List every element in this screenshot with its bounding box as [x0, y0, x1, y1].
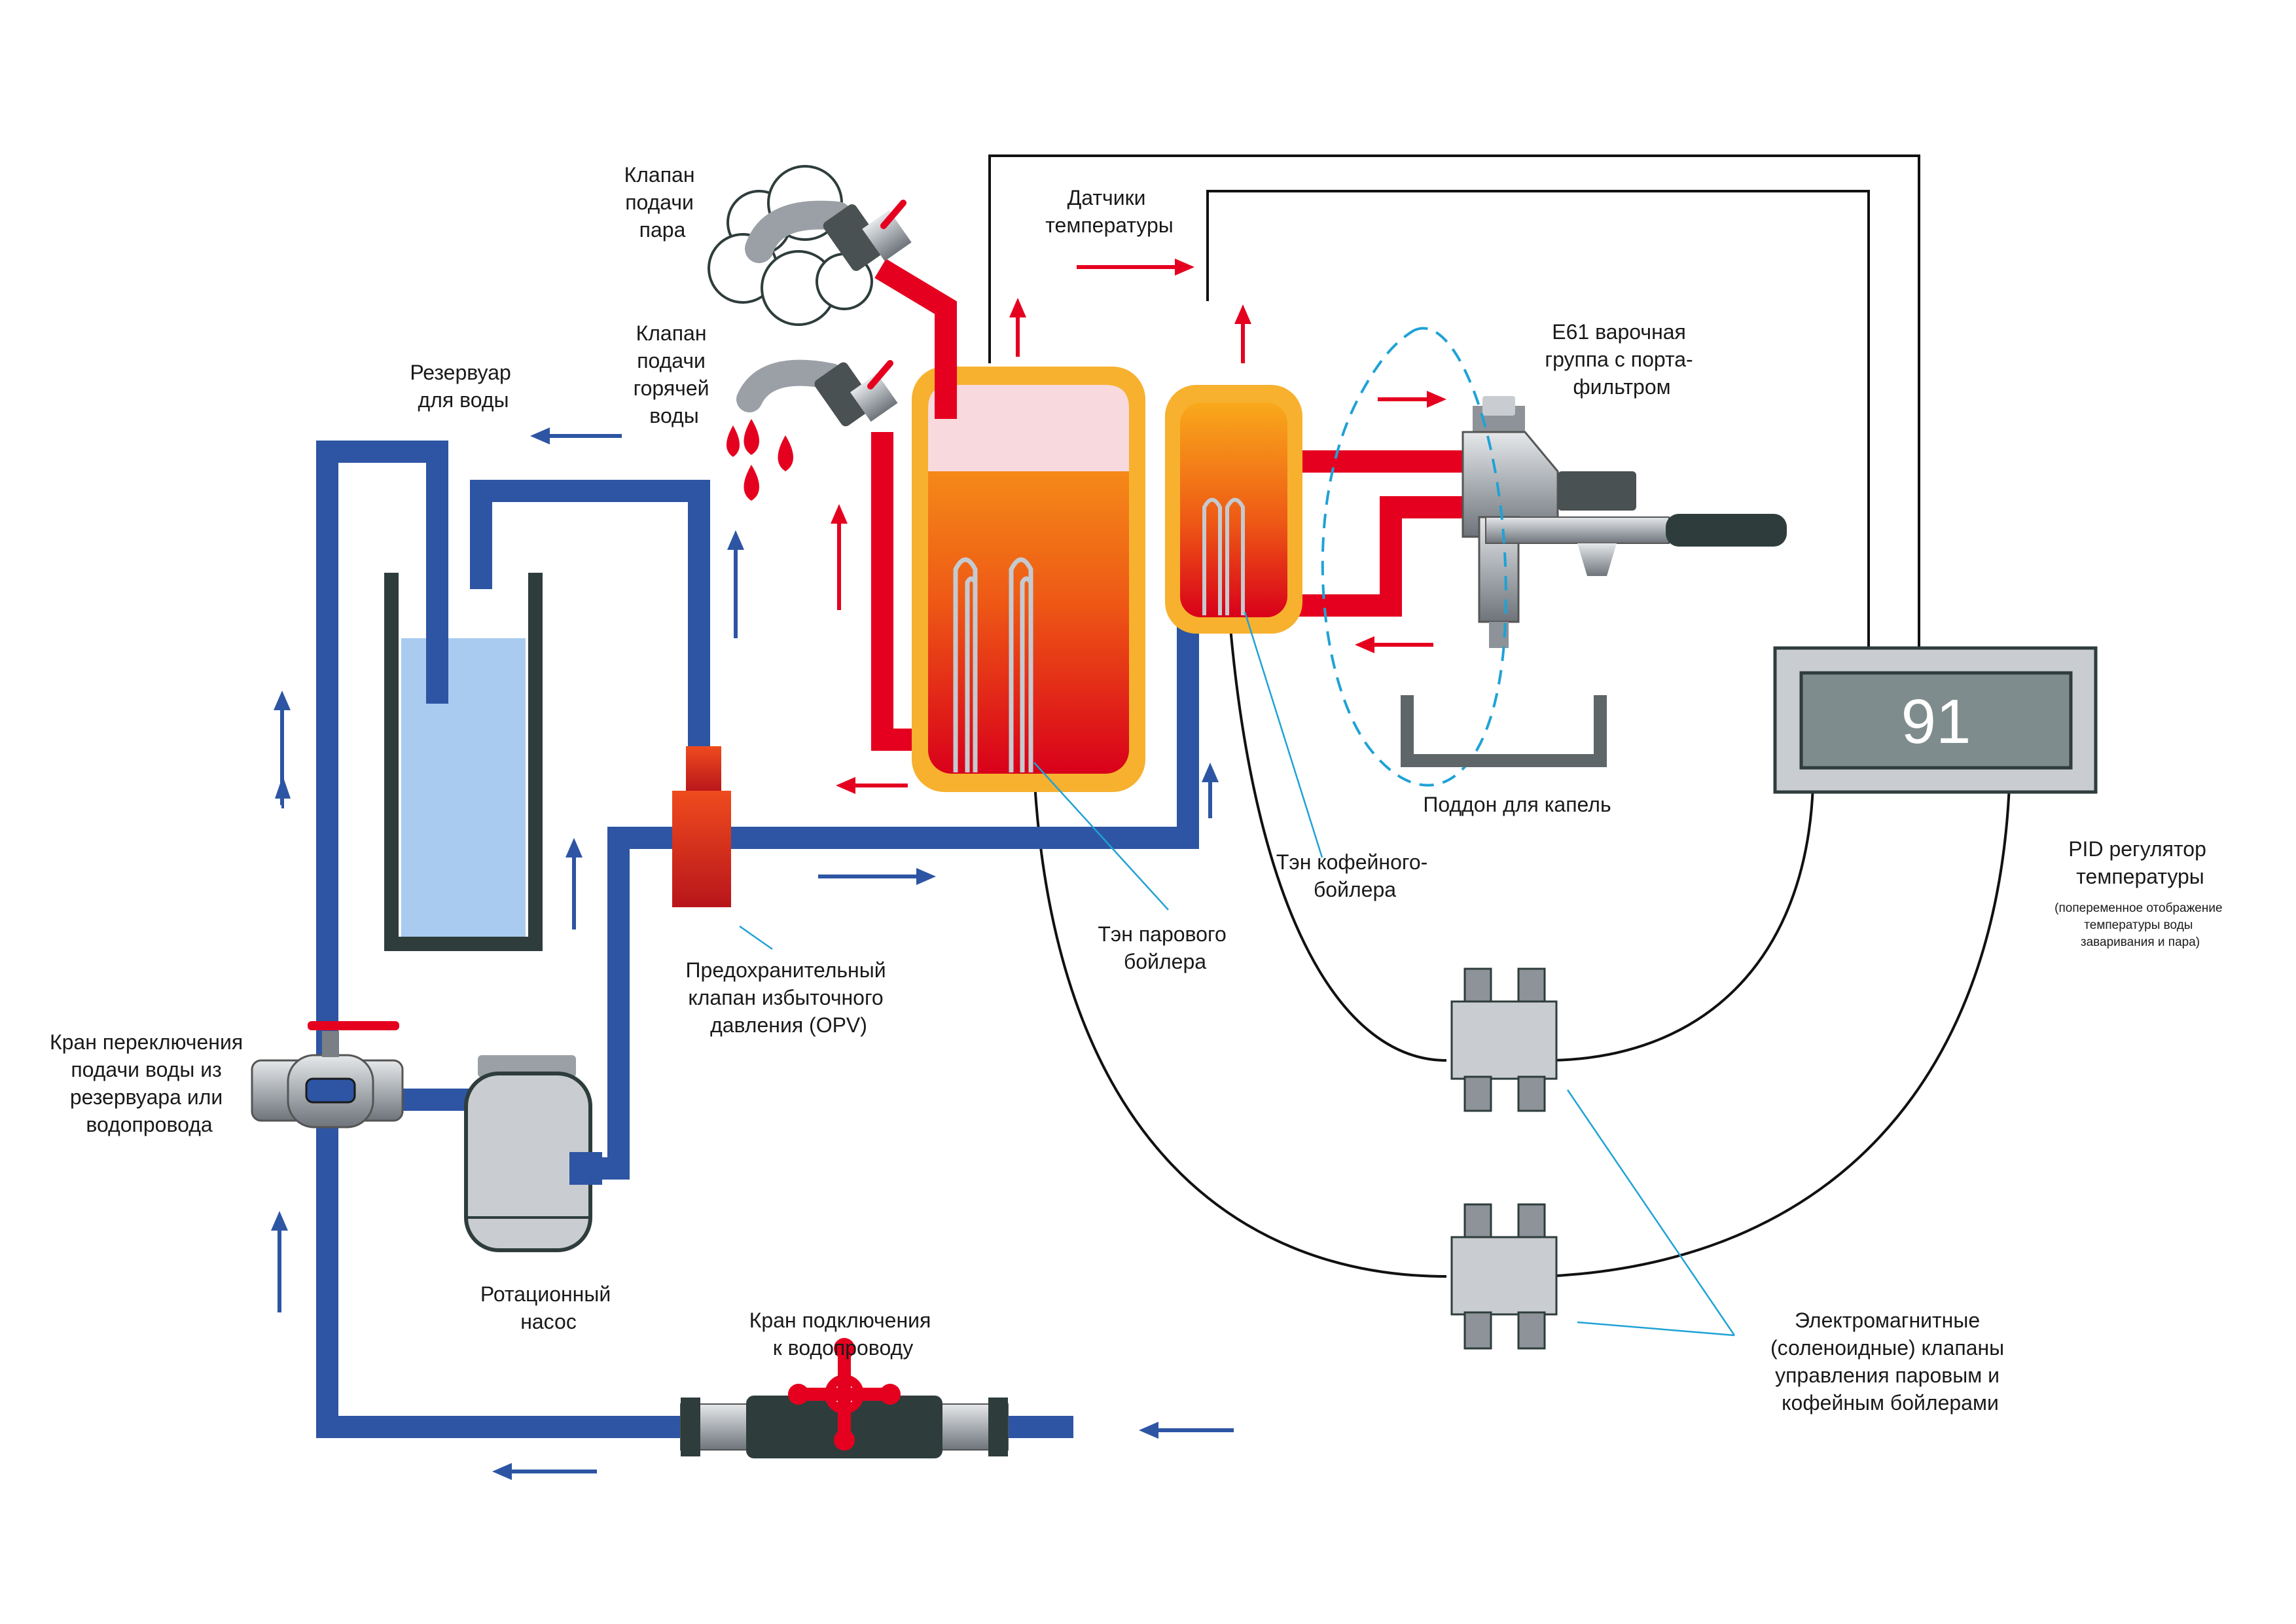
label-pump: Ротационный насос [480, 1282, 617, 1333]
coffee-heater-element [1202, 497, 1245, 615]
steam-heater-element [953, 557, 1033, 772]
label-hot-water-valve: Клапан подачи горячей воды [634, 321, 715, 427]
opv-valve [672, 746, 731, 907]
hot-water-valve [726, 359, 898, 501]
steam-valve [708, 165, 912, 326]
switch-valve [251, 1021, 404, 1128]
steam-boiler [912, 367, 1145, 792]
flow-arrows [271, 259, 1446, 1480]
label-pid-title: PID регулятор температуры [2068, 837, 2212, 888]
label-opv: Предохранительный клапан избыточного дав… [686, 958, 892, 1037]
label-steam-heater: Тэн парового бойлера [1098, 922, 1232, 973]
reservoir-water [401, 638, 526, 938]
e61-group [1462, 396, 1787, 648]
solenoid-valve-coffee [1450, 1203, 1558, 1350]
solenoid-valve-steam [1450, 967, 1558, 1112]
mains-valve-handle [788, 1338, 901, 1451]
pid-readout: 91 [1901, 687, 1971, 757]
pointer-lines [739, 611, 1736, 1337]
rotary-pump [464, 1055, 602, 1252]
label-reservoir: Резервуар для воды [410, 361, 516, 412]
water-flow-arrows [271, 427, 1234, 1480]
pid-display [1799, 671, 2073, 770]
label-coffee-heater: Тэн кофейного- бойлера [1276, 850, 1433, 901]
coffee-boiler [1165, 385, 1302, 634]
drip-zone-outline [1321, 327, 1507, 787]
drip-tray [1401, 695, 1607, 767]
water-reservoir [384, 452, 543, 951]
label-steam-valve: Клапан подачи пара [624, 163, 701, 242]
pid-controller: 91 [1773, 646, 2098, 794]
label-drip-tray: Поддон для капель [1423, 793, 1611, 816]
label-mains-valve: Кран подключения к водопроводу [749, 1308, 937, 1360]
labels: Клапан подачи пара Клапан подачи горячей… [50, 163, 2226, 1415]
control-wiring [988, 154, 2011, 1278]
water-drop-icon [726, 419, 793, 501]
portafilter-handle [1666, 514, 1787, 547]
label-solenoids: Электромагнитные (соленоидные) клапаны у… [1770, 1308, 2010, 1415]
label-temperature-sensors: Датчики температуры [1045, 186, 1174, 237]
label-e61-group: E61 варочная группа с порта- фильтром [1545, 320, 1698, 399]
hot-circuit [871, 259, 1469, 751]
heat-flow-arrows [831, 259, 1446, 794]
reservoir-tank [384, 573, 543, 951]
label-pid-note: (попеременное отображение температуры во… [2054, 901, 2226, 949]
mains-valve [680, 1338, 1009, 1458]
label-switch-valve: Кран переключения подачи воды из резерву… [50, 1030, 249, 1136]
